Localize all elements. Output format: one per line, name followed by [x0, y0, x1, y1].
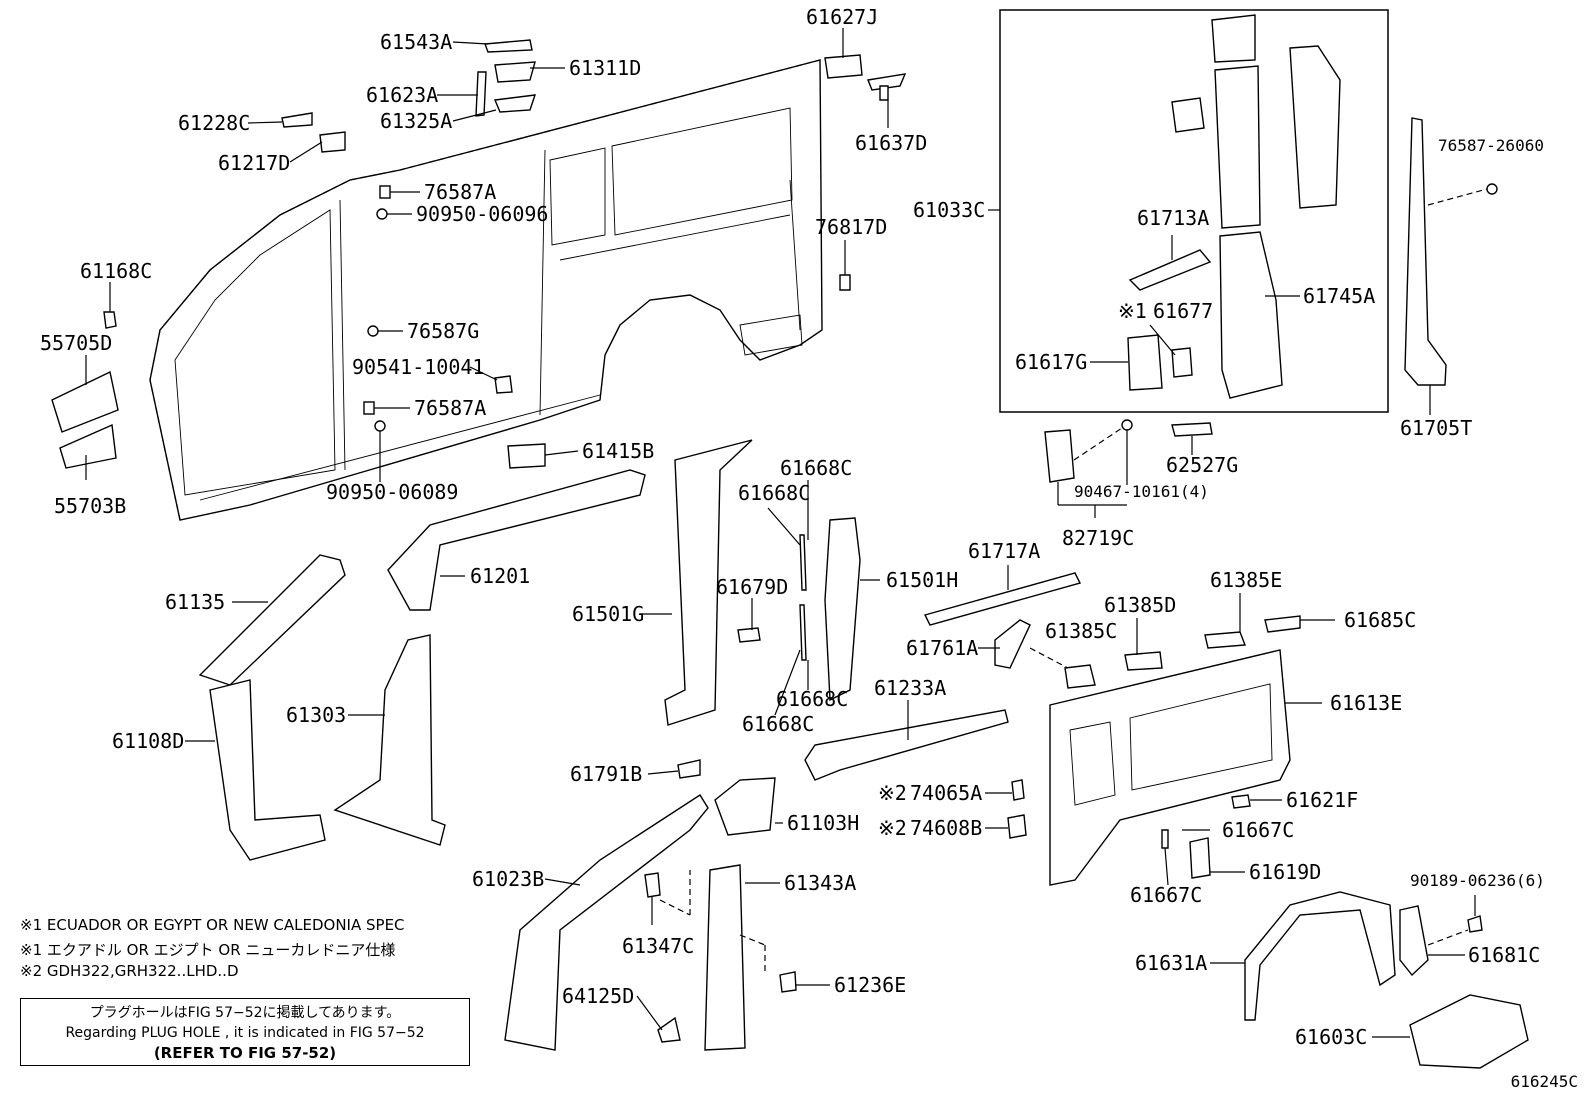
label-61685C: 61685C	[1344, 608, 1416, 632]
label-76587A-bottom: 76587A	[414, 396, 486, 420]
leader-lines	[85, 28, 1488, 1038]
label-61679D: 61679D	[716, 575, 788, 599]
label-61201: 61201	[470, 564, 530, 588]
label-61311D: 61311D	[569, 56, 641, 80]
label-64125D: 64125D	[562, 984, 634, 1008]
label-61717A: 61717A	[968, 539, 1040, 563]
label-61668C-d: 61668C	[742, 712, 814, 736]
note-2: ※2 GDH322,GRH322..LHD..D	[20, 962, 239, 980]
label-61543A: 61543A	[380, 30, 452, 54]
right-pillar	[1404, 117, 1498, 386]
label-62527G: 62527G	[1166, 453, 1238, 477]
label-61745A: 61745A	[1303, 284, 1375, 308]
label-61303: 61303	[286, 703, 346, 727]
label-55705D: 55705D	[40, 331, 112, 355]
label-61501H: 61501H	[886, 568, 958, 592]
label-61168C: 61168C	[80, 259, 152, 283]
label-76817D: 76817D	[815, 215, 887, 239]
label-74608B-note: ※2	[878, 816, 907, 840]
label-61233A: 61233A	[874, 676, 946, 700]
small-bracket-parts	[51, 39, 907, 469]
label-61501G: 61501G	[572, 602, 644, 626]
label-61681C: 61681C	[1468, 943, 1540, 967]
lower-left-parts	[198, 439, 1009, 1051]
reference-line-ja: プラグホールはFIG 57−52に掲載してあります。	[89, 1005, 401, 1021]
label-76587-26060: 76587-26060	[1438, 136, 1544, 155]
label-61385C: 61385C	[1045, 619, 1117, 643]
label-61033C: 61033C	[913, 198, 985, 222]
note-1-en: ※1 ECUADOR OR EGYPT OR NEW CALEDONIA SPE…	[20, 916, 405, 934]
label-74608B: 74608B	[910, 816, 982, 840]
label-90467-10161: 90467-10161(4)	[1074, 482, 1209, 501]
right-lower-parts	[923, 572, 1529, 1069]
label-61603C: 61603C	[1295, 1025, 1367, 1049]
label-61343A: 61343A	[784, 871, 856, 895]
label-61617G: 61617G	[1015, 350, 1087, 374]
label-61236E: 61236E	[834, 973, 906, 997]
label-90950-06089: 90950-06089	[326, 480, 458, 504]
label-61347C: 61347C	[622, 934, 694, 958]
label-61713A: 61713A	[1137, 206, 1209, 230]
label-74065A-note: ※2	[878, 781, 907, 805]
outer-side-panel	[149, 59, 823, 521]
label-61677: 61677	[1153, 299, 1213, 323]
label-76587A-top: 76587A	[424, 180, 496, 204]
reference-line-en: Regarding PLUG HOLE , it is indicated in…	[65, 1025, 425, 1041]
label-61627J: 61627J	[806, 5, 878, 29]
reference-box: プラグホールはFIG 57−52に掲載してあります。 Regarding PLU…	[20, 998, 470, 1066]
label-61631A: 61631A	[1135, 951, 1207, 975]
note-1-ja: ※1 エクアドル OR エジプト OR ニューカレドニア仕様	[20, 941, 396, 959]
label-61621F: 61621F	[1286, 788, 1358, 812]
label-90950-06096: 90950-06096	[416, 202, 548, 226]
label-61217D: 61217D	[218, 151, 290, 175]
label-76587G: 76587G	[407, 319, 479, 343]
label-61668C-a: 61668C	[780, 456, 852, 480]
label-61791B: 61791B	[570, 762, 642, 786]
label-61325A: 61325A	[380, 109, 452, 133]
label-55703B: 55703B	[54, 494, 126, 518]
label-61637D: 61637D	[855, 131, 927, 155]
label-82719C: 82719C	[1062, 526, 1134, 550]
label-90189-06236: 90189-06236(6)	[1410, 871, 1545, 890]
label-61135: 61135	[165, 590, 225, 614]
inset-box	[999, 9, 1389, 413]
label-61677-note: ※1	[1118, 299, 1147, 323]
label-90541-10041: 90541-10041	[352, 355, 484, 379]
label-61667C-b: 61667C	[1130, 883, 1202, 907]
label-61415B: 61415B	[582, 439, 654, 463]
label-61705T: 61705T	[1400, 416, 1472, 440]
reference-line-refer: (REFER TO FIG 57-52)	[153, 1044, 337, 1062]
plate-parts	[1044, 419, 1213, 483]
label-61761A: 61761A	[906, 636, 978, 660]
label-61228C: 61228C	[178, 111, 250, 135]
label-61668C-c: 61668C	[776, 687, 848, 711]
label-74065A: 74065A	[910, 781, 982, 805]
label-61385D: 61385D	[1104, 593, 1176, 617]
label-61668C-b: 61668C	[738, 481, 810, 505]
label-61619D: 61619D	[1249, 860, 1321, 884]
figure-number: 616245C	[1510, 1072, 1578, 1091]
label-61623A: 61623A	[366, 83, 438, 107]
label-61108D: 61108D	[112, 729, 184, 753]
part-labels: 61543A 61311D 61623A 61325A 61228C 61217…	[40, 5, 1545, 1049]
label-61667C-a: 61667C	[1222, 818, 1294, 842]
label-61385E: 61385E	[1210, 568, 1282, 592]
label-61613E: 61613E	[1330, 691, 1402, 715]
label-61023B: 61023B	[472, 867, 544, 891]
label-61103H: 61103H	[787, 811, 859, 835]
